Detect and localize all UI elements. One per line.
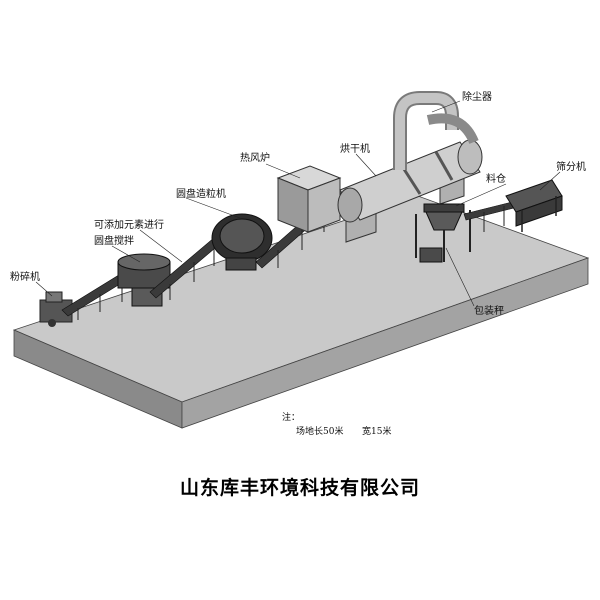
label-disc-granulator: 圆盘造粒机 [176,187,226,200]
callout-leaders [35,100,561,307]
label-packing-scale: 包装秤 [474,304,504,317]
label-feed-bin: 料仓 [486,172,506,185]
note-site-width: 宽15米 [362,425,391,437]
note-prefix: 注： [282,411,300,423]
screening-machine [505,179,563,232]
label-screening-machine: 筛分机 [556,160,586,173]
rotary-dryer-drum [337,139,483,223]
label-dryer: 烘干机 [340,142,370,155]
dust-collector-duct [393,91,479,170]
crusher-machine [39,291,73,327]
label-dust-collector: 除尘器 [462,90,492,103]
disc-granulator-machine [211,213,273,271]
hot-air-furnace-machine [276,165,342,233]
label-disc-mixer: 圆盘搅拌 [94,234,134,247]
feed-bin-and-packing-frame [415,203,471,263]
company-name: 山东库丰环境科技有限公司 [179,477,420,499]
label-crusher: 粉碎机 [10,270,40,283]
label-additive-note: 可添加元素进行 [94,218,164,231]
label-hot-air-furnace: 热风炉 [240,151,270,164]
note-site-length: 场地长50米 [296,425,343,437]
